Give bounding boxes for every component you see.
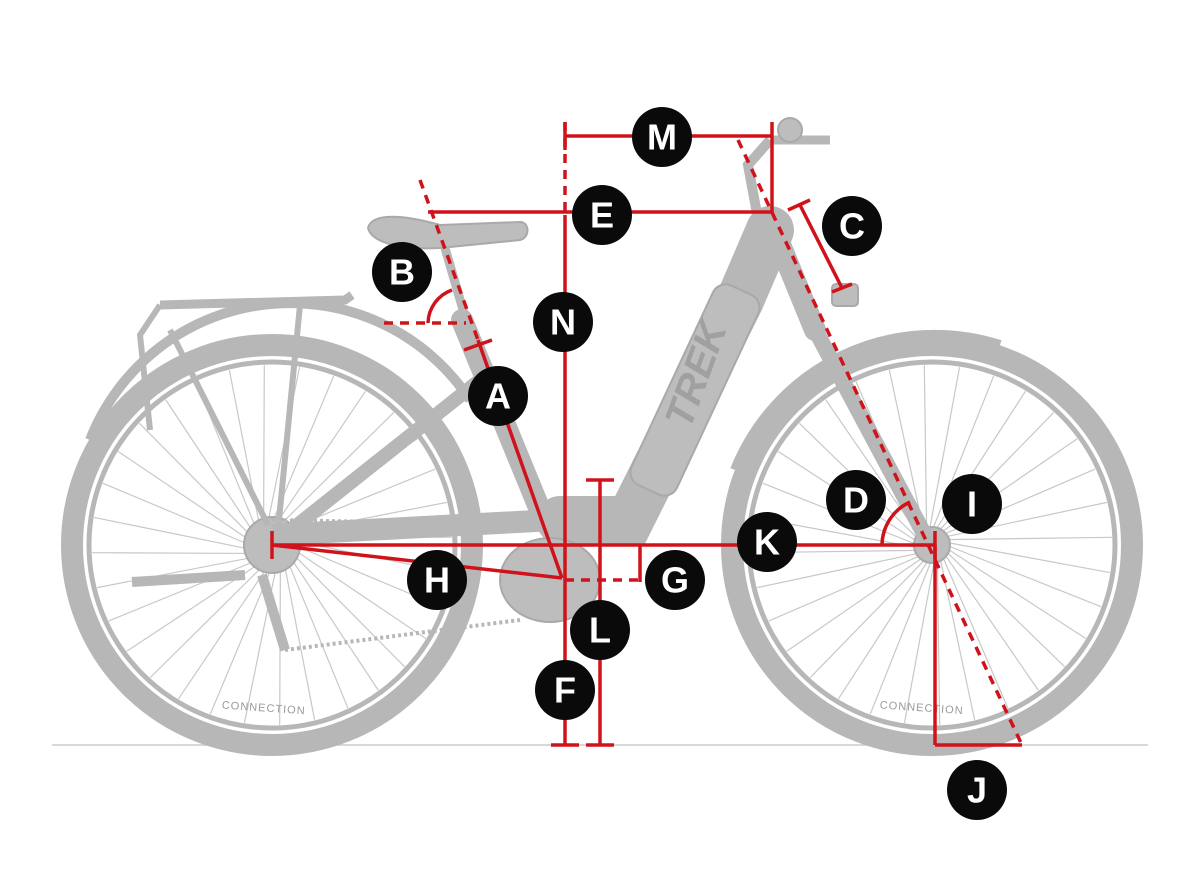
- spoke: [888, 369, 925, 534]
- spoke: [945, 547, 1087, 640]
- spoke: [279, 411, 395, 526]
- spoke: [923, 365, 928, 533]
- spoke: [903, 558, 936, 723]
- badge-l-text: L: [589, 610, 611, 651]
- spoke: [941, 554, 1009, 709]
- spoke: [209, 566, 273, 715]
- spoke: [936, 557, 941, 725]
- spoke: [262, 365, 265, 525]
- spoke: [928, 367, 961, 532]
- spoke: [945, 544, 1102, 608]
- spoke: [944, 536, 1112, 541]
- front-tire-text: CONNECTION: [879, 699, 964, 717]
- spoke: [945, 541, 1110, 574]
- spoke: [786, 556, 925, 652]
- badge-b: B: [372, 242, 432, 302]
- head-tube-tick-bottom: [831, 282, 853, 294]
- head-tube-tick-top: [787, 198, 811, 212]
- badge-h-text: H: [424, 560, 450, 601]
- spoke: [138, 422, 253, 538]
- spoke: [283, 563, 316, 720]
- spoke: [165, 399, 255, 534]
- spoke: [287, 560, 349, 709]
- spoke: [108, 560, 257, 622]
- badge-e: E: [572, 185, 632, 245]
- badge-g: G: [645, 550, 705, 610]
- seat-angle-arc: [426, 288, 453, 324]
- badge-i: I: [942, 474, 1002, 534]
- spoke: [275, 390, 367, 524]
- spoke: [94, 516, 251, 550]
- spoke: [289, 556, 379, 691]
- head-angle-arc: [880, 500, 911, 546]
- rear-tire-text: CONNECTION: [221, 700, 306, 718]
- badge-a: A: [468, 366, 528, 426]
- badge-f-text: F: [554, 670, 576, 711]
- badges: M E C B N A D I: [372, 107, 1007, 820]
- spoke: [149, 564, 265, 679]
- handlebar: [742, 117, 859, 307]
- rear-rack: [136, 291, 355, 531]
- badge-h: H: [407, 550, 467, 610]
- head-tube-line: [798, 204, 844, 289]
- battery: [629, 283, 761, 497]
- spoke: [291, 552, 406, 668]
- badge-i-text: I: [967, 484, 977, 525]
- spoke: [869, 558, 933, 715]
- spoke: [117, 450, 251, 542]
- spoke: [837, 558, 930, 700]
- badge-e-text: E: [590, 195, 614, 236]
- badge-c-text: C: [839, 206, 865, 247]
- spoke: [768, 554, 923, 622]
- badge-d-text: D: [843, 480, 869, 521]
- badge-n-text: N: [550, 302, 576, 343]
- spoke: [177, 566, 269, 700]
- spoke: [102, 482, 251, 546]
- seat-tube-axis-dashed: [418, 179, 480, 341]
- badge-m: M: [632, 107, 692, 167]
- badge-a-text: A: [485, 376, 511, 417]
- kickstand: [131, 570, 246, 587]
- badge-m-text: M: [647, 117, 677, 158]
- spoke: [939, 556, 976, 721]
- badge-n: N: [533, 292, 593, 352]
- front-spokes: [752, 365, 1112, 725]
- badge-k: K: [737, 512, 797, 572]
- badge-d: D: [826, 470, 886, 530]
- badge-j: J: [947, 760, 1007, 820]
- badge-b-text: B: [389, 252, 415, 293]
- badge-c: C: [822, 196, 882, 256]
- badge-k-text: K: [754, 522, 780, 563]
- spoke: [944, 549, 1066, 668]
- spoke: [293, 548, 427, 640]
- badge-l: L: [570, 600, 630, 660]
- seat-tube-tick: [463, 338, 493, 352]
- badge-f: F: [535, 660, 595, 720]
- spoke: [756, 552, 921, 589]
- derailleur: [257, 573, 290, 652]
- badge-j-text: J: [967, 770, 987, 811]
- spoke: [97, 556, 254, 589]
- spoke: [92, 552, 252, 555]
- badge-g-text: G: [661, 560, 689, 601]
- front-fender: [730, 329, 1002, 472]
- spoke: [943, 552, 1039, 691]
- spoke: [809, 557, 928, 679]
